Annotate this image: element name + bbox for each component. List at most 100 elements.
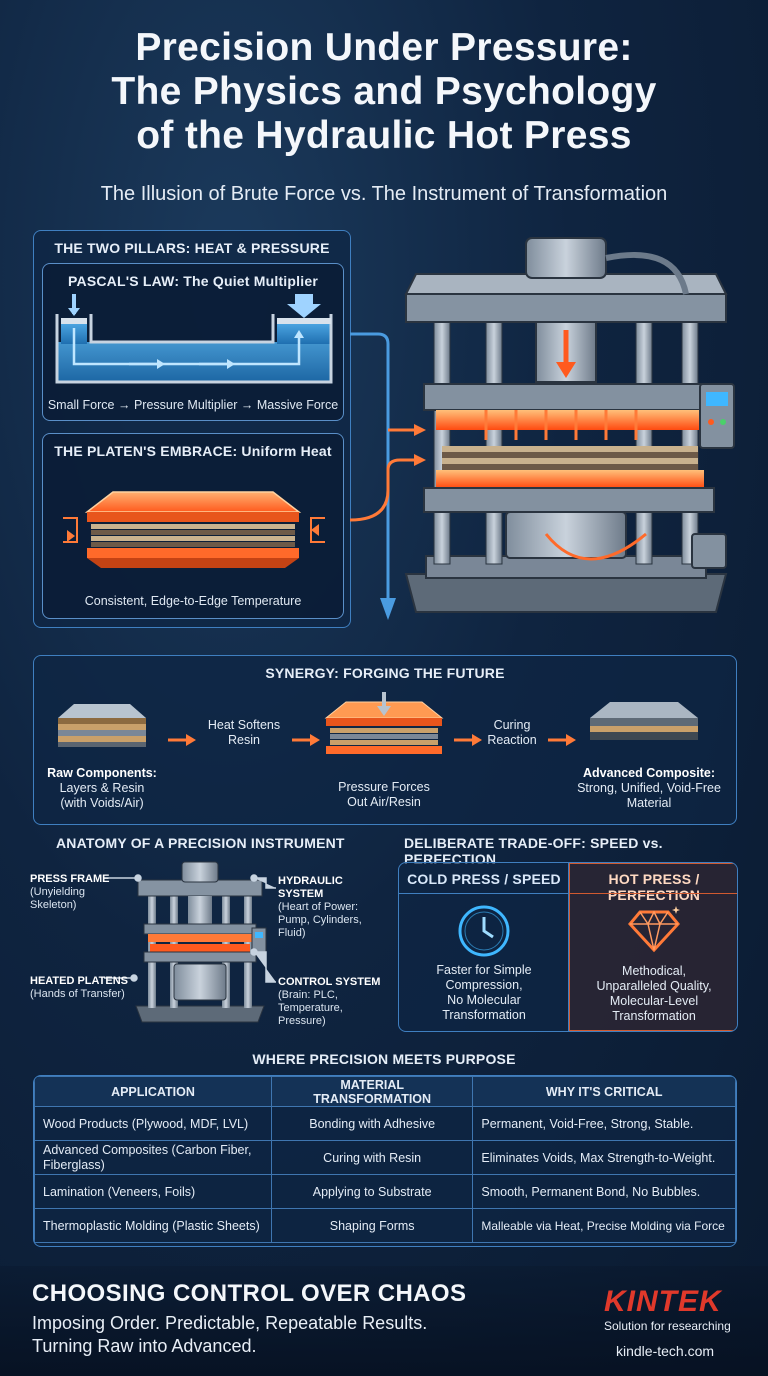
curing-reaction-line-1: Curing: [493, 718, 531, 732]
cold-divider: [399, 893, 569, 894]
platen-caption: Consistent, Edge-to-Edge Temperature: [84, 594, 302, 608]
pressure-forces-line-2: Out Air/Resin: [347, 795, 421, 809]
table-cell: Malleable via Heat, Precise Molding via …: [472, 1208, 736, 1243]
heated-platen-illustration: [63, 491, 325, 568]
arrow-right-icon: [168, 734, 196, 746]
title-line-1: Precision Under Pressure:: [135, 26, 633, 69]
advanced-composite-title: Advanced Composite:: [583, 766, 715, 780]
hot-press-desc: Methodical, Unparalleled Quality, Molecu…: [570, 964, 737, 1024]
synergy-heading: SYNERGY: FORGING THE FUTURE: [265, 665, 505, 681]
heat-softens-line-1: Heat Softens: [207, 718, 281, 732]
control-system-callout: CONTROL SYSTEM (Brain: PLC, Temperature,…: [278, 976, 382, 1028]
table-row: Advanced Composites (Carbon Fiber, Fiber…: [34, 1140, 736, 1175]
hot-press-heading: HOT PRESS / PERFECTION: [607, 871, 701, 903]
title-line-2: The Physics and Psychology: [111, 70, 657, 113]
heated-platens-callout: HEATED PLATENS (Hands of Transfer): [30, 975, 130, 1001]
raw-components-label: Raw Components: Layers & Resin (with Voi…: [34, 766, 170, 811]
hydraulic-press-illustration: [404, 237, 735, 613]
platen-panel: THE PLATEN'S EMBRACE: Uniform Heat Consi…: [42, 433, 344, 619]
clock-icon: [458, 905, 510, 957]
cold-press-heading: COLD PRESS / SPEED: [407, 871, 561, 887]
hydraulic-system-title: HYDRAULIC SYSTEM: [278, 875, 343, 900]
hot-line-4: Transformation: [612, 1009, 696, 1023]
pascal-title: PASCAL'S LAW: The Quiet Multiplier: [68, 273, 318, 289]
pressure-forces-line-1: Pressure Forces: [338, 780, 430, 794]
table-row: Lamination (Veneers, Foils) Applying to …: [34, 1174, 736, 1209]
brand-logo: KINTEK: [604, 1285, 722, 1318]
hot-press-column: HOT PRESS / PERFECTION Methodical, Unpar…: [569, 863, 737, 1031]
table-cell: Smooth, Permanent Bond, No Bubbles.: [472, 1174, 736, 1209]
cold-line-4: Transformation: [442, 1008, 526, 1022]
table-cell: Thermoplastic Molding (Plastic Sheets): [34, 1208, 272, 1243]
pascal-caption: Small Force → Pressure Multiplier → Mass…: [47, 398, 339, 412]
advanced-composite-desc-2: Material: [626, 796, 672, 810]
pascal-panel: PASCAL'S LAW: The Quiet Multiplier: [42, 263, 344, 421]
advanced-composite-label: Advanced Composite: Strong, Unified, Voi…: [574, 766, 724, 811]
table-cell: Advanced Composites (Carbon Fiber, Fiber…: [34, 1140, 272, 1175]
hot-line-1: Methodical,: [622, 964, 686, 978]
press-frame-callout: PRESS FRAME (Unyielding Skeleton): [30, 873, 120, 912]
table-header-row: APPLICATION MATERIAL TRANSFORMATION WHY …: [34, 1076, 736, 1107]
pascal-diagram: [55, 294, 333, 384]
table-cell: Applying to Substrate: [270, 1174, 474, 1209]
press-forming-icon: [324, 692, 444, 754]
advanced-composite-icon: [590, 702, 698, 740]
applications-table: APPLICATION MATERIAL TRANSFORMATION WHY …: [34, 1076, 736, 1243]
hydraulic-system-desc: (Heart of Power: Pump, Cylinders, Fluid): [278, 901, 362, 939]
column-header: WHY IT'S CRITICAL: [472, 1076, 736, 1107]
table-cell: Eliminates Voids, Max Strength-to-Weight…: [472, 1140, 736, 1175]
cold-press-desc: Faster for Simple Compression, No Molecu…: [399, 963, 569, 1023]
arrow-right-icon: [454, 734, 482, 746]
control-system-title: CONTROL SYSTEM: [278, 976, 381, 988]
table-row: Thermoplastic Molding (Plastic Sheets) S…: [34, 1208, 736, 1243]
heat-softens-label: Heat Softens Resin: [194, 718, 294, 748]
connector-arrows: [350, 332, 426, 620]
pillars-heading: THE TWO PILLARS: HEAT & PRESSURE: [54, 240, 330, 256]
cold-line-3: No Molecular: [447, 993, 521, 1007]
table-cell: Wood Products (Plywood, MDF, LVL): [34, 1106, 272, 1141]
raw-components-icon: [58, 704, 146, 747]
table-cell: Lamination (Veneers, Foils): [34, 1174, 272, 1209]
table-cell: Permanent, Void-Free, Strong, Stable.: [472, 1106, 736, 1141]
footer-line-2: Turning Raw into Advanced.: [32, 1336, 257, 1356]
table-row: Wood Products (Plywood, MDF, LVL) Bondin…: [34, 1106, 736, 1141]
column-header: MATERIAL TRANSFORMATION: [270, 1076, 474, 1107]
heat-softens-line-2: Resin: [228, 733, 260, 747]
curing-reaction-label: Curing Reaction: [474, 718, 550, 748]
press-frame-desc: (Unyielding Skeleton): [30, 886, 86, 911]
heated-platens-desc: (Hands of Transfer): [30, 988, 125, 1000]
cold-line-1: Faster for Simple: [436, 963, 532, 977]
diamond-icon: [628, 906, 680, 953]
footer-line-1: Imposing Order. Predictable, Repeatable …: [32, 1313, 428, 1333]
brand-url[interactable]: kindle-tech.com: [616, 1343, 715, 1359]
press-anatomy-illustration: [135, 861, 267, 1023]
hot-divider: [570, 893, 737, 894]
cold-press-column: COLD PRESS / SPEED Faster for Simple Com…: [399, 863, 569, 1031]
platen-title: THE PLATEN'S EMBRACE: Uniform Heat: [54, 443, 332, 459]
raw-components-desc-1: Layers & Resin: [59, 781, 145, 795]
table-cell: Bonding with Adhesive: [270, 1106, 474, 1141]
press-frame-title: PRESS FRAME: [30, 873, 110, 885]
heated-platens-title: HEATED PLATENS: [30, 975, 128, 987]
hot-line-2: Unparalleled Quality,: [596, 979, 712, 993]
brand-tagline: Solution for researching: [604, 1319, 731, 1333]
tradeoff-panel: COLD PRESS / SPEED Faster for Simple Com…: [398, 862, 738, 1032]
curing-reaction-line-2: Reaction: [487, 733, 537, 747]
column-header: APPLICATION: [34, 1076, 272, 1107]
raw-components-title: Raw Components:: [47, 766, 157, 780]
arrow-right-icon: [548, 734, 576, 746]
table-cell: Shaping Forms: [270, 1208, 474, 1243]
page-title: Precision Under Pressure: The Physics an…: [0, 26, 768, 158]
pillars-panel: THE TWO PILLARS: HEAT & PRESSURE PASCAL'…: [33, 230, 351, 628]
page-subtitle: The Illusion of Brute Force vs. The Inst…: [100, 183, 668, 205]
raw-components-desc-2: (with Voids/Air): [60, 796, 144, 810]
pressure-forces-label: Pressure Forces Out Air/Resin: [318, 780, 450, 810]
anatomy-callout-lines: [104, 874, 276, 983]
advanced-composite-desc-1: Strong, Unified, Void-Free: [577, 781, 721, 795]
title-line-3: of the Hydraulic Hot Press: [136, 114, 632, 157]
arrow-right-icon: [292, 734, 320, 746]
footer-heading: CHOOSING CONTROL OVER CHAOS: [32, 1280, 467, 1307]
applications-heading: WHERE PRECISION MEETS PURPOSE: [252, 1051, 516, 1067]
cold-line-2: Compression,: [445, 978, 523, 992]
footer-band: [0, 1266, 768, 1376]
